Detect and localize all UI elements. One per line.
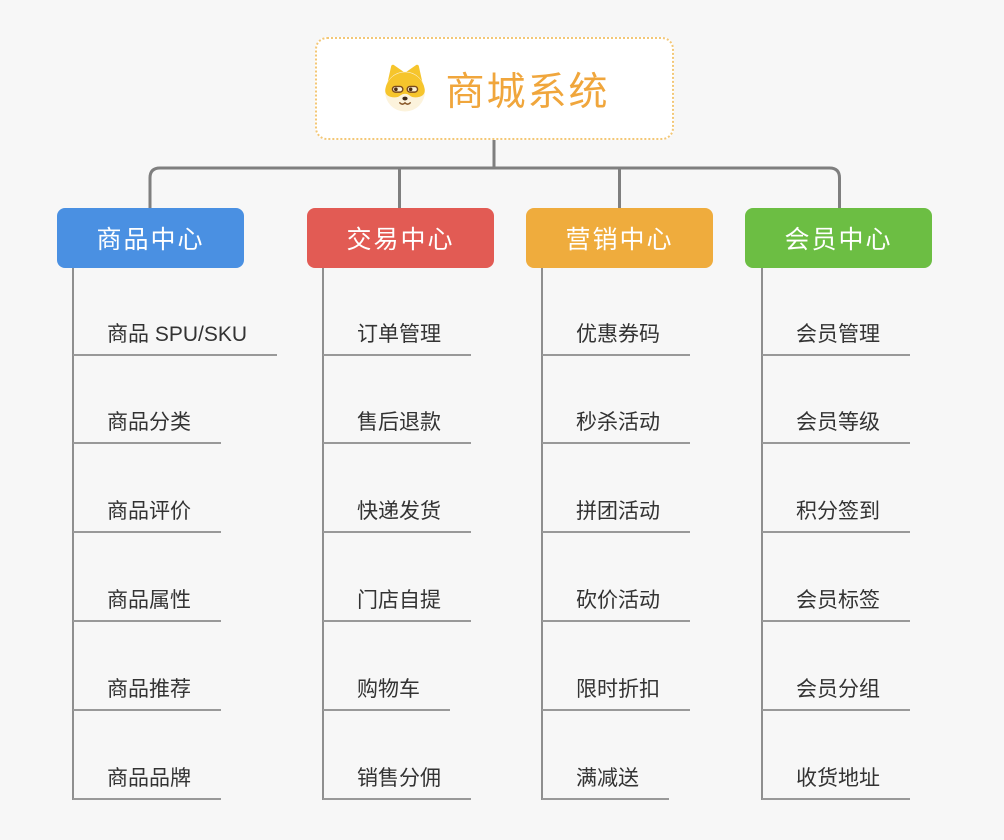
leaf-label: 会员等级 — [796, 411, 880, 434]
shiba-dog-icon — [385, 64, 426, 112]
leaf-node[interactable]: 商品分类 — [73, 356, 221, 444]
leaf-label: 商品属性 — [107, 589, 191, 612]
leaf-label: 订单管理 — [357, 323, 441, 346]
leaf-label: 满减送 — [576, 767, 639, 790]
branch-node-products[interactable]: 商品中心 — [57, 208, 244, 268]
leaf-label: 商品评价 — [107, 500, 191, 523]
branch-rail-line — [148, 166, 841, 208]
leaf-node[interactable]: 会员标签 — [762, 533, 910, 622]
leaf-node[interactable]: 商品品牌 — [73, 711, 221, 800]
leaf-label: 限时折扣 — [576, 678, 660, 701]
leaf-label: 售后退款 — [357, 411, 441, 434]
leaf-label: 购物车 — [357, 678, 420, 701]
root-node[interactable]: 商城系统 — [315, 37, 674, 140]
leaf-node[interactable]: 商品 SPU/SKU — [73, 268, 278, 356]
leaf-column-marketing: 优惠券码 秒杀活动 拼团活动 砍价活动 限时折扣 满减送 — [542, 268, 690, 800]
leaf-node[interactable]: 商品评价 — [73, 444, 221, 533]
branch-node-trade[interactable]: 交易中心 — [307, 208, 494, 268]
leaf-label: 优惠券码 — [576, 323, 660, 346]
leaf-node[interactable]: 商品推荐 — [73, 622, 221, 711]
branch-label: 会员中心 — [784, 226, 893, 254]
leaf-label: 商品分类 — [107, 411, 191, 434]
leaf-node[interactable]: 收货地址 — [762, 711, 910, 800]
branch-node-members[interactable]: 会员中心 — [745, 208, 932, 268]
root-title: 商城系统 — [445, 70, 610, 114]
leaf-column-members: 会员管理 会员等级 积分签到 会员标签 会员分组 收货地址 — [762, 268, 910, 800]
leaf-label: 收货地址 — [796, 767, 880, 790]
leaf-node[interactable]: 拼团活动 — [542, 444, 690, 533]
leaf-label: 快递发货 — [357, 500, 441, 523]
leaf-node[interactable]: 门店自提 — [323, 533, 471, 622]
leaf-node[interactable]: 限时折扣 — [542, 622, 690, 711]
leaf-column-trade: 订单管理 售后退款 快递发货 门店自提 购物车 销售分佣 — [323, 268, 471, 800]
leaf-node[interactable]: 满减送 — [542, 711, 669, 800]
leaf-node[interactable]: 购物车 — [323, 622, 450, 711]
leaf-node[interactable]: 订单管理 — [323, 268, 471, 356]
branch-node-marketing[interactable]: 营销中心 — [526, 208, 713, 268]
leaf-label: 门店自提 — [357, 589, 441, 612]
leaf-node[interactable]: 秒杀活动 — [542, 356, 690, 444]
leaf-node[interactable]: 会员分组 — [762, 622, 910, 711]
branch-label: 商品中心 — [96, 226, 205, 254]
leaf-label: 商品 SPU/SKU — [107, 323, 248, 346]
leaf-label: 拼团活动 — [576, 500, 660, 523]
branch-label: 交易中心 — [346, 226, 455, 254]
leaf-label: 销售分佣 — [357, 767, 441, 790]
leaf-node[interactable]: 砍价活动 — [542, 533, 690, 622]
leaf-label: 砍价活动 — [576, 589, 660, 612]
leaf-node[interactable]: 会员管理 — [762, 268, 910, 356]
leaf-node[interactable]: 销售分佣 — [323, 711, 471, 800]
leaf-node[interactable]: 快递发货 — [323, 444, 471, 533]
leaf-node[interactable]: 积分签到 — [762, 444, 910, 533]
leaf-node[interactable]: 会员等级 — [762, 356, 910, 444]
leaf-label: 会员标签 — [796, 589, 880, 612]
leaf-node[interactable]: 优惠券码 — [542, 268, 690, 356]
leaf-node[interactable]: 商品属性 — [73, 533, 221, 622]
branch-label: 营销中心 — [565, 226, 674, 254]
leaf-label: 商品品牌 — [107, 767, 191, 790]
leaf-column-products: 商品 SPU/SKU 商品分类 商品评价 商品属性 商品推荐 商品品牌 — [73, 268, 278, 800]
leaf-label: 会员分组 — [796, 678, 880, 701]
leaf-label: 积分签到 — [796, 500, 880, 523]
leaf-label: 秒杀活动 — [576, 411, 660, 434]
leaf-label: 商品推荐 — [107, 678, 191, 701]
leaf-label: 会员管理 — [796, 323, 880, 346]
leaf-node[interactable]: 售后退款 — [323, 356, 471, 444]
